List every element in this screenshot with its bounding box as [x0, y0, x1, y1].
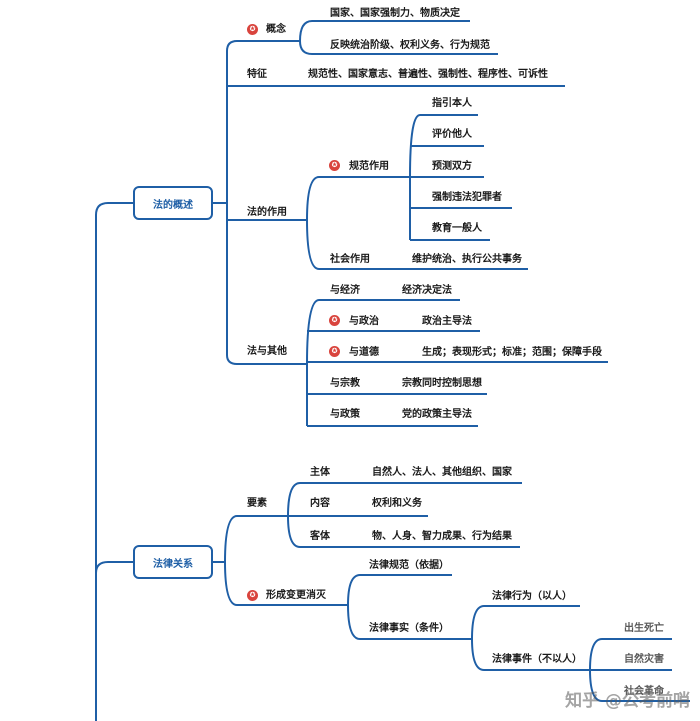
node-zhengce-c[interactable]: 党的政策主导法	[402, 409, 472, 420]
node-qita[interactable]: 法与其他	[247, 346, 287, 357]
node-xingcheng[interactable]: 形成变更消灭	[266, 590, 326, 601]
star-icon-zhengzhi: ✪	[329, 315, 340, 326]
node-tezheng[interactable]: 特征	[247, 69, 267, 80]
star-icon-daode: ✪	[329, 346, 340, 357]
node-zhuti[interactable]: 主体	[310, 467, 330, 478]
node-gf5[interactable]: 教育一般人	[432, 223, 482, 234]
node-zhengzhi-c[interactable]: 政治主导法	[422, 316, 472, 327]
node-shengsi[interactable]: 出生死亡	[624, 623, 664, 634]
node-keti-c[interactable]: 物、人身、智力成果、行为结果	[372, 531, 512, 542]
node-zongjiao[interactable]: 与宗教	[330, 378, 360, 389]
node-gf4[interactable]: 强制违法犯罪者	[432, 192, 502, 203]
node-shijian[interactable]: 法律事件（不以人）	[492, 654, 582, 665]
star-icon-gainian: ✪	[247, 24, 258, 35]
node-gf1[interactable]: 指引本人	[432, 98, 472, 109]
node-gainian-c1[interactable]: 国家、国家强制力、物质决定	[330, 8, 460, 19]
watermark: 知乎 @公考前哨	[565, 691, 690, 711]
node-guanxi[interactable]: 法律关系	[133, 545, 213, 579]
node-jingji[interactable]: 与经济	[330, 285, 360, 296]
node-yaosu[interactable]: 要素	[247, 498, 267, 509]
node-shehui-c[interactable]: 维护统治、执行公共事务	[412, 254, 522, 265]
node-neirong[interactable]: 内容	[310, 498, 330, 509]
node-zongjiao-c[interactable]: 宗教同时控制思想	[402, 378, 482, 389]
node-gainian[interactable]: 概念	[266, 24, 286, 35]
node-gainian-c2[interactable]: 反映统治阶级、权利义务、行为规范	[330, 40, 490, 51]
node-shehui[interactable]: 社会作用	[330, 254, 370, 265]
node-neirong-c[interactable]: 权利和义务	[372, 498, 422, 509]
node-zhengzhi[interactable]: 与政治	[349, 316, 379, 327]
node-guifan2[interactable]: 法律规范（依据）	[369, 560, 449, 571]
node-zhuti-c[interactable]: 自然人、法人、其他组织、国家	[372, 467, 512, 478]
node-zuoyong[interactable]: 法的作用	[247, 207, 287, 218]
node-tezheng-c[interactable]: 规范性、国家意志、普遍性、强制性、程序性、可诉性	[308, 69, 548, 80]
star-icon-xingcheng: ✪	[247, 590, 258, 601]
node-keti[interactable]: 客体	[310, 531, 330, 542]
node-tail[interactable]: 社会革命	[624, 686, 664, 697]
node-shishi[interactable]: 法律事实（条件）	[369, 623, 449, 634]
node-fadegaishu[interactable]: 法的概述	[133, 186, 213, 220]
node-guifan[interactable]: 规范作用	[349, 161, 389, 172]
node-daode[interactable]: 与道德	[349, 347, 379, 358]
node-xingwei[interactable]: 法律行为（以人）	[492, 591, 572, 602]
node-daode-c[interactable]: 生成；表现形式；标准；范围；保障手段	[422, 347, 602, 358]
node-zaihai[interactable]: 自然灾害	[624, 654, 664, 665]
node-jingji-c[interactable]: 经济决定法	[402, 285, 452, 296]
node-zhengce[interactable]: 与政策	[330, 409, 360, 420]
node-gf3[interactable]: 预测双方	[432, 161, 472, 172]
node-gf2[interactable]: 评价他人	[432, 129, 472, 140]
star-icon-guifan: ✪	[329, 160, 340, 171]
